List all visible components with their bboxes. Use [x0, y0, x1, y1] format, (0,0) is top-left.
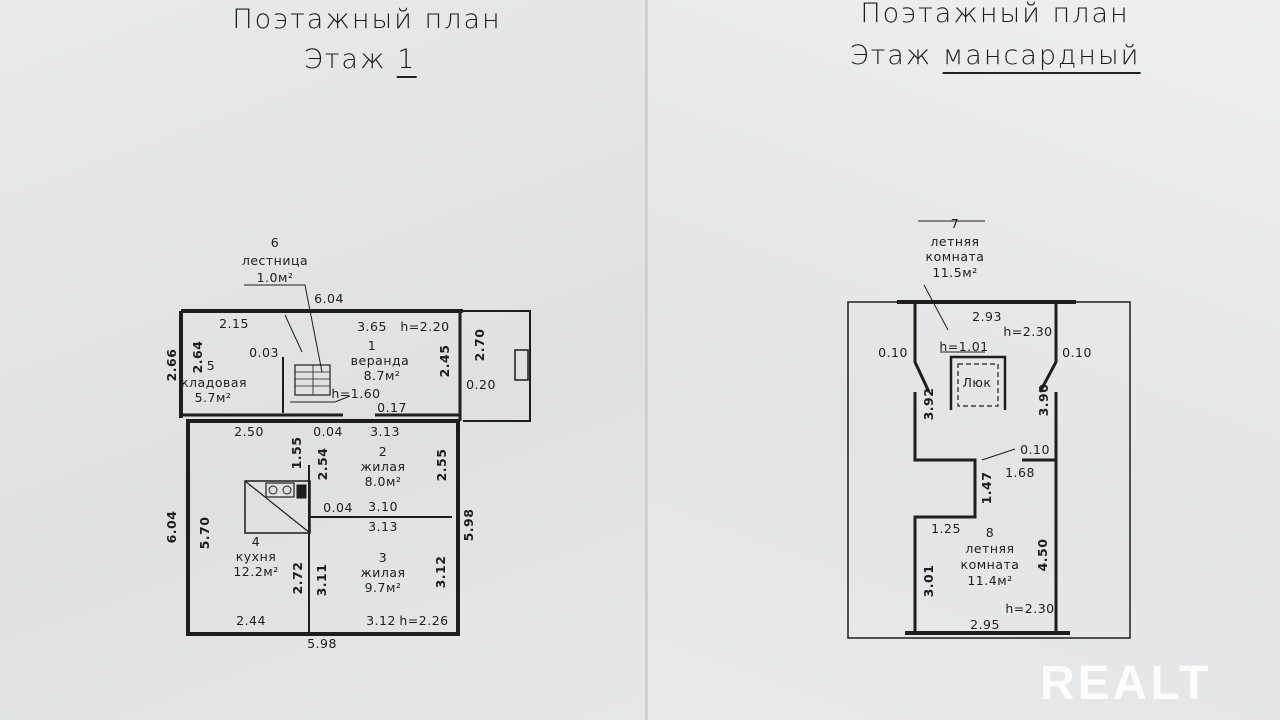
panel-divider — [645, 0, 648, 720]
dimension: 1.25 — [931, 520, 961, 536]
dimension: 3.13 — [370, 423, 400, 439]
floor-value: 1 — [397, 44, 417, 78]
dimension: 3.01 — [920, 564, 936, 598]
room-name: комната — [925, 248, 985, 264]
room-name: жилая — [360, 564, 406, 580]
dimension: 2.44 — [236, 612, 266, 628]
room-name: кладовая — [180, 374, 248, 390]
dimension: 2.55 — [433, 448, 449, 482]
dimension: 2.45 — [436, 344, 452, 378]
dimension: 0.17 — [377, 399, 407, 415]
room-number: 6 — [270, 234, 280, 250]
dimension: 3.92 — [920, 387, 936, 421]
room-name: комната — [960, 556, 1020, 572]
attic-walls — [847, 220, 1131, 639]
room-number: 8 — [985, 524, 995, 540]
room-number: 1 — [367, 337, 377, 353]
room-number: 3 — [378, 549, 388, 565]
dimension: 2.15 — [219, 315, 249, 331]
room-name: летняя — [965, 540, 1015, 556]
dimension: 2.66 — [163, 348, 179, 382]
dimension: 1.55 — [288, 436, 304, 470]
dimension: 2.50 — [234, 423, 264, 439]
ceiling-height: h=2.26 — [399, 612, 449, 628]
dimension: 6.04 — [314, 290, 344, 306]
right-plan-title: Поэтажный план — [860, 0, 1130, 29]
dimension: 6.04 — [163, 510, 179, 544]
dimension: 3.65 — [357, 318, 387, 334]
dimension: 0.04 — [323, 499, 353, 515]
dimension: 5.70 — [196, 516, 212, 550]
dimension: 1.68 — [1005, 464, 1035, 480]
floor-1-plan-panel — [0, 0, 645, 720]
attic-floor-plan-panel — [648, 0, 1280, 720]
dimension: 3.11 — [313, 563, 329, 597]
room-area: 11.4м² — [967, 572, 1013, 588]
room-area: 12.2м² — [233, 563, 279, 579]
room-area: 5.7м² — [194, 389, 232, 405]
floor-1-walls — [179, 284, 531, 636]
room-number: 2 — [378, 443, 388, 459]
room-name: жилая — [360, 458, 406, 474]
ceiling-height: h=2.30 — [1003, 323, 1053, 339]
room-area: 11.5м² — [932, 264, 978, 280]
dimension: 4.50 — [1034, 538, 1050, 572]
dimension: 0.10 — [1062, 344, 1092, 360]
ceiling-height: h=2.30 — [1005, 600, 1055, 616]
room-area: 9.7м² — [364, 579, 402, 595]
dimension: 3.90 — [1035, 383, 1051, 417]
left-floor-label: Этаж 1 — [303, 44, 417, 78]
room-area: 8.0м² — [364, 473, 402, 489]
ceiling-height: h=2.20 — [400, 318, 450, 334]
dimension: 0.10 — [878, 344, 908, 360]
left-plan-title: Поэтажный план — [232, 4, 502, 35]
room-name: веранда — [350, 352, 410, 368]
dimension: 0.10 — [1020, 441, 1050, 457]
room-number: 4 — [251, 533, 261, 549]
floor-prefix: Этаж — [303, 44, 387, 75]
hatch-label: Люк — [962, 374, 992, 390]
floor-value: мансардный — [942, 40, 1141, 74]
dimension: 5.98 — [460, 508, 476, 542]
realt-watermark: REALT — [1040, 657, 1212, 710]
room-name: кухня — [235, 548, 277, 564]
dimension: 2.54 — [314, 447, 330, 481]
dimension: 0.04 — [313, 423, 343, 439]
dimension: 1.47 — [978, 471, 994, 505]
dimension: 3.12 — [432, 555, 448, 589]
ceiling-height: h=1.60 — [331, 385, 381, 401]
room-name: летняя — [930, 233, 980, 249]
dimension: 2.72 — [289, 561, 305, 595]
right-floor-label: Этаж мансардный — [849, 40, 1141, 74]
dimension: 5.98 — [307, 635, 337, 651]
floor-prefix: Этаж — [849, 40, 933, 71]
room-number: 5 — [206, 357, 216, 373]
room-name: лестница — [241, 252, 309, 268]
room-area: 1.0м² — [256, 269, 294, 285]
room-area: 8.7м² — [363, 367, 401, 383]
dimension: 0.03 — [249, 344, 279, 360]
dimension: 3.13 — [368, 518, 398, 534]
dimension: 2.93 — [972, 308, 1002, 324]
dimension: 3.10 — [368, 498, 398, 514]
dimension: 2.64 — [189, 340, 205, 374]
dimension: 2.70 — [471, 328, 487, 362]
dimension: 2.95 — [970, 616, 1000, 632]
ceiling-height: h=1.01 — [939, 338, 989, 354]
dimension: 3.12 — [366, 612, 396, 628]
dimension: 0.20 — [466, 376, 496, 392]
room-number: 7 — [950, 215, 960, 231]
